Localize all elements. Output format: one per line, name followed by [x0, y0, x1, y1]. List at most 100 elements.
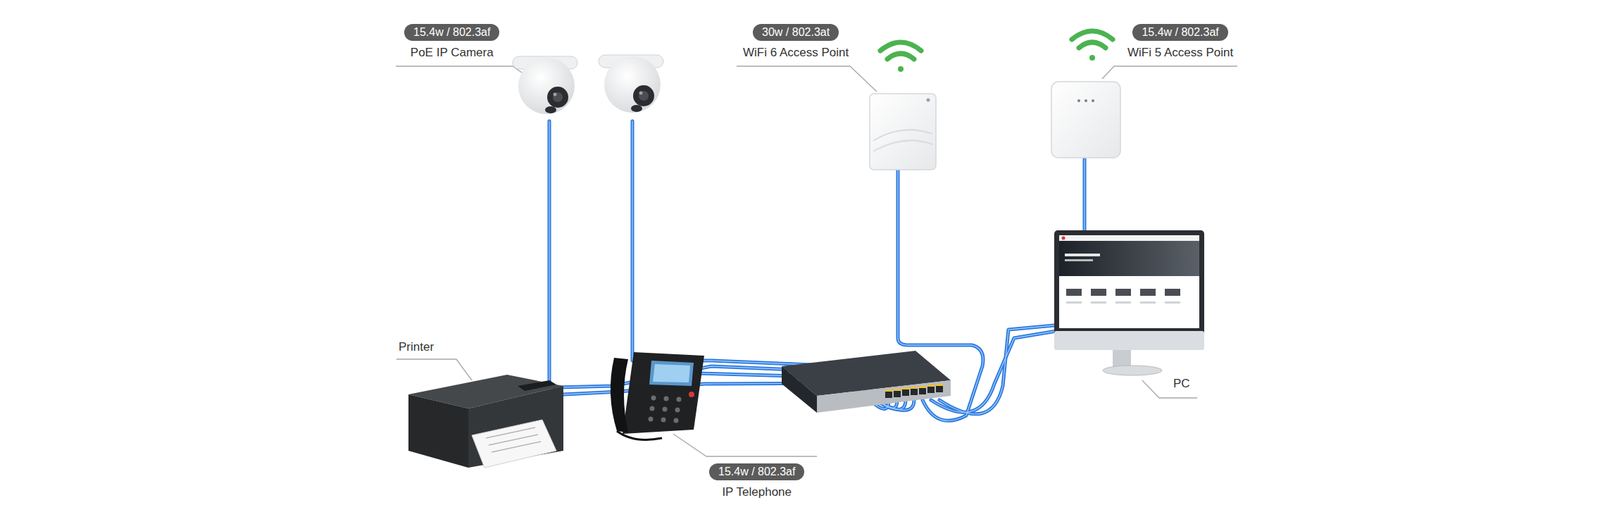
leader-line — [736, 66, 877, 92]
wifi5-ap-illustration — [1051, 81, 1121, 158]
wifi5-ap-illustration — [1051, 81, 1121, 158]
power-standard-pill: 15.4w / 802.3af — [404, 23, 500, 41]
device-name: PoE IP Camera — [410, 45, 494, 61]
leader-line — [396, 359, 472, 381]
wifi6-ap-illustration — [869, 93, 936, 170]
pc-monitor-illustration — [1115, 301, 1131, 304]
wifi5-ap-illustration — [1091, 99, 1095, 103]
device-badge: 15.4w / 802.3af IP Telephone — [709, 463, 805, 500]
printer-illustration — [517, 380, 557, 391]
dome-camera-illustration — [604, 56, 661, 113]
pc-monitor-illustration — [1140, 301, 1156, 304]
pc-monitor-illustration — [1059, 240, 1200, 277]
pc-monitor-illustration — [1164, 301, 1181, 304]
ip-phone-illustration — [651, 395, 657, 401]
wifi-signal-icon — [897, 66, 904, 72]
ip-phone-illustration — [649, 360, 694, 386]
power-standard-pill: 15.4w / 802.3af — [709, 463, 805, 481]
pc-monitor-illustration — [1164, 288, 1181, 296]
pc-monitor-illustration — [1102, 365, 1162, 376]
ip-phone-illustration — [662, 407, 668, 412]
device-badge: 15.4w / 802.3afPoE IP Camera — [404, 23, 500, 61]
ip-phone-illustration — [650, 406, 655, 412]
poe-switch — [781, 366, 817, 413]
power-standard-pill: 30w / 802.3at — [752, 23, 839, 41]
dome-camera-illustration — [518, 57, 575, 115]
ip-phone-illustration — [610, 352, 705, 440]
wifi5-ap-illustration — [1084, 99, 1088, 103]
dome-camera-illustration — [547, 86, 569, 108]
dome-camera-illustration — [553, 92, 558, 97]
pc-monitor-illustration — [1090, 288, 1107, 296]
ip-phone-illustration — [661, 417, 667, 423]
leader-line — [1102, 66, 1238, 79]
pc-monitor-illustration — [1066, 301, 1082, 304]
ip-phone-illustration — [648, 395, 682, 424]
poe-switch — [927, 384, 935, 387]
dome-camera-illustration — [512, 56, 578, 115]
wifi-signal-icon — [1078, 42, 1106, 48]
device-badge: 30w / 802.3atWiFi 6 Access Point — [742, 23, 849, 61]
pc-monitor-illustration — [1064, 259, 1093, 262]
pc-monitor-illustration — [1061, 236, 1066, 241]
ip-phone-illustration — [610, 357, 629, 433]
wifi-signal-icon — [880, 42, 922, 72]
device-badge: 15.4w / 802.3afWiFi 5 Access Point — [1127, 23, 1234, 61]
poe-switch — [919, 385, 927, 389]
ip-phone-illustration — [652, 364, 691, 383]
pc-monitor-illustration — [1059, 235, 1200, 329]
pc-monitor-illustration — [1054, 330, 1205, 350]
wifi5-ap-illustration — [1077, 99, 1081, 103]
pc-monitor-illustration — [1059, 235, 1200, 241]
device-label: Printer — [398, 339, 434, 355]
poe-switch — [885, 389, 893, 392]
pc-monitor-illustration — [1066, 288, 1082, 296]
ip-phone-illustration — [688, 391, 695, 398]
ethernet-cable — [939, 325, 1055, 415]
poe-switch — [935, 383, 943, 386]
wifi6-ap-illustration — [873, 129, 933, 141]
leader-line — [395, 66, 527, 77]
device-name: IP Telephone — [721, 484, 792, 500]
ip-phone-illustration — [622, 352, 705, 434]
ethernet-cable — [549, 121, 1085, 421]
poe-switch — [902, 387, 910, 390]
poe-switch — [893, 388, 901, 391]
poe-switch — [902, 387, 910, 396]
poe-switch — [885, 383, 943, 392]
poe-switch — [893, 388, 901, 398]
pc-monitor-illustration — [1066, 301, 1181, 304]
ethernet-cable — [549, 121, 1085, 421]
dome-camera-illustration — [638, 90, 649, 101]
dome-camera-illustration — [552, 92, 563, 103]
dome-camera-illustration — [598, 54, 664, 113]
printer-illustration — [491, 441, 541, 453]
wifi-signal-icon — [880, 42, 922, 51]
poe-switch — [816, 380, 951, 413]
ip-phone-illustration — [616, 430, 662, 440]
poe-switch — [910, 386, 918, 389]
dome-camera-illustration — [639, 91, 643, 96]
printer-illustration — [485, 427, 541, 453]
pc-monitor-illustration — [1054, 230, 1205, 350]
wifi-signal-icon — [887, 53, 915, 60]
dome-camera-illustration — [545, 106, 557, 114]
device-label: PC — [1173, 376, 1191, 392]
printer-illustration — [408, 394, 469, 468]
poe-switch — [910, 386, 918, 396]
pc-monitor-illustration — [1115, 288, 1131, 296]
ip-phone-illustration — [664, 396, 670, 402]
ethernet-cable — [549, 121, 1085, 421]
poe-switch — [781, 350, 951, 413]
dome-camera-illustration — [630, 104, 643, 112]
poe-switch — [885, 389, 893, 398]
device-name: WiFi 6 Access Point — [742, 45, 849, 61]
power-standard-pill: 15.4w / 802.3af — [1132, 23, 1228, 41]
poe-switch — [919, 385, 927, 395]
pc-monitor-illustration — [1064, 253, 1100, 257]
leader-line — [673, 433, 817, 457]
poe-switch — [935, 383, 943, 393]
ip-phone-illustration — [676, 397, 682, 403]
wifi6-ap-illustration — [869, 93, 936, 170]
